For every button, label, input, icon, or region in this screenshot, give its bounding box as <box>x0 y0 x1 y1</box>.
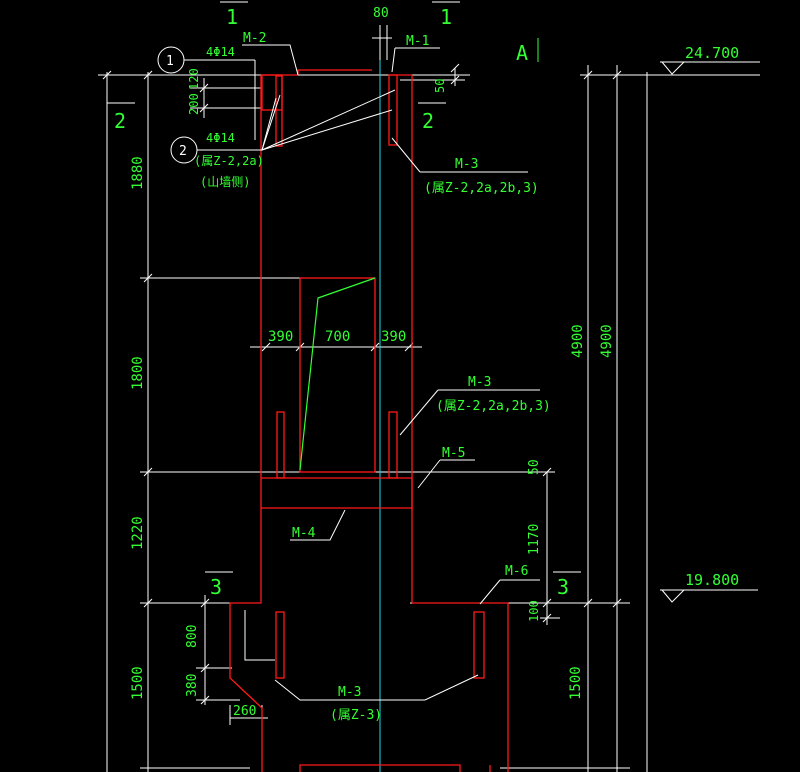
dim-390-right: 390 <box>381 329 406 345</box>
elevation-labels: 24.700 19.800 <box>685 44 739 589</box>
note-m3-bottom: (属Z-3) <box>330 708 382 723</box>
elevation-mid: 19.800 <box>685 571 739 589</box>
dim-80: 80 <box>373 6 389 21</box>
dim-380: 380 <box>185 674 200 697</box>
label-m3-mid: M-3 <box>468 375 491 390</box>
label-m1: M-1 <box>406 34 429 49</box>
rebar-and-leaders <box>157 44 540 701</box>
dim-200: 200 <box>187 93 201 115</box>
dim-120: 120 <box>187 68 201 90</box>
elevation-markers <box>660 61 760 603</box>
section-mark-1-right: 1 <box>440 5 452 29</box>
dim-100: 100 <box>527 600 541 622</box>
section-mark-1-left: 1 <box>226 5 238 29</box>
dimension-values: 80 50 120 200 1880 1800 1220 1500 4900 4… <box>130 6 615 719</box>
rebar-callout-1: 1 <box>166 54 174 69</box>
section-mark-3-right: 3 <box>557 575 569 599</box>
dim-1880: 1880 <box>130 156 146 190</box>
dim-260: 260 <box>233 704 256 719</box>
dimension-lines <box>98 25 760 772</box>
dim-4900-b: 4900 <box>599 324 615 358</box>
rebar-bars-2: 4Φ14 <box>206 131 235 145</box>
label-m5: M-5 <box>442 446 465 461</box>
label-m2: M-2 <box>243 31 266 46</box>
rebar-bars-1: 4Φ14 <box>206 45 235 59</box>
dim-50-right: 50 <box>527 459 542 475</box>
note-m3-mid: (属Z-2,2a,2b,3) <box>436 399 551 414</box>
note-rebar2: (属Z-2,2a) <box>194 154 264 168</box>
dim-1500-right: 1500 <box>568 666 584 700</box>
section-cut-marks <box>107 1 581 573</box>
dim-700: 700 <box>325 329 350 345</box>
wall-outline <box>229 69 509 772</box>
section-mark-2-right: 2 <box>422 109 434 133</box>
rebar-callouts: 1 2 4Φ14 4Φ14 <box>166 45 235 159</box>
dim-1170: 1170 <box>527 524 542 555</box>
note-wall-side: (山墙侧) <box>200 175 250 189</box>
dim-50: 50 <box>433 79 447 93</box>
label-m6: M-6 <box>505 564 528 579</box>
dim-1800: 1800 <box>130 356 146 390</box>
section-mark-3-left: 3 <box>210 575 222 599</box>
dim-390-left: 390 <box>268 329 293 345</box>
section-mark-2-left: 2 <box>114 109 126 133</box>
label-m3-bottom: M-3 <box>338 685 361 700</box>
section-labels: 1 1 2 2 3 3 A <box>114 5 569 599</box>
member-labels: M-2 M-1 M-3 (属Z-2,2a,2b,3) M-3 (属Z-2,2a,… <box>194 31 551 723</box>
elevation-top: 24.700 <box>685 44 739 62</box>
dim-4900-a: 4900 <box>570 324 586 358</box>
axis-label: A <box>516 41 528 65</box>
note-m3-top: (属Z-2,2a,2b,3) <box>424 181 539 196</box>
label-m4: M-4 <box>292 526 316 541</box>
dim-1500-left: 1500 <box>130 666 146 700</box>
dim-1220: 1220 <box>130 516 146 550</box>
label-m3-top: M-3 <box>455 157 478 172</box>
dim-800: 800 <box>185 625 200 648</box>
rebar-callout-2: 2 <box>179 144 187 159</box>
